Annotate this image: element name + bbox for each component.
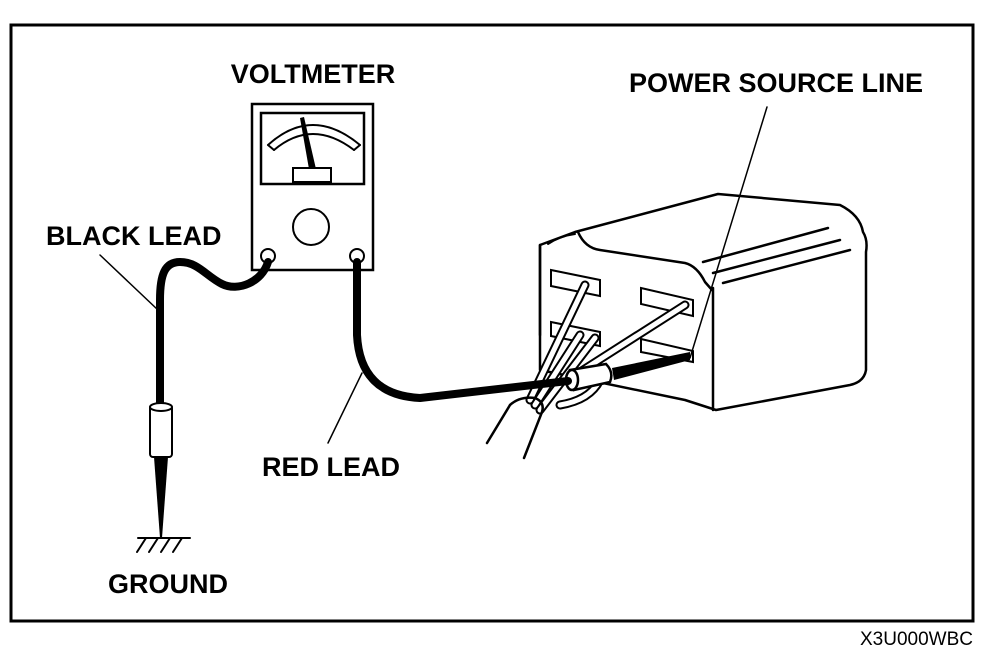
terminal-slot (550, 268, 601, 298)
red-lead-leader (327, 372, 363, 444)
label-ground: GROUND (108, 569, 228, 599)
dial-needle (300, 117, 316, 169)
figure-frame (9, 23, 975, 623)
back-probe (564, 352, 690, 392)
connector-body (538, 192, 868, 412)
ground-symbol-icon (136, 537, 191, 553)
label-power-source-line: POWER SOURCE LINE (629, 68, 923, 98)
red-lead (353, 258, 572, 402)
black-lead-leader (99, 254, 159, 311)
black-probe-tip (154, 457, 168, 538)
black-lead (149, 258, 272, 538)
dial-scale-outer (267, 124, 361, 146)
voltmeter (250, 102, 375, 272)
label-voltmeter: VOLTMETER (231, 59, 396, 89)
dial-scale-inner (273, 133, 355, 151)
figure-code: X3U000WBC (860, 629, 973, 650)
needle-pivot (292, 167, 332, 183)
label-black-lead: BLACK LEAD (46, 221, 222, 251)
power-source-line-leader (689, 106, 768, 359)
label-red-lead: RED LEAD (262, 452, 400, 482)
zero-adjust-knob (292, 208, 330, 246)
black-probe-handle (149, 404, 173, 458)
